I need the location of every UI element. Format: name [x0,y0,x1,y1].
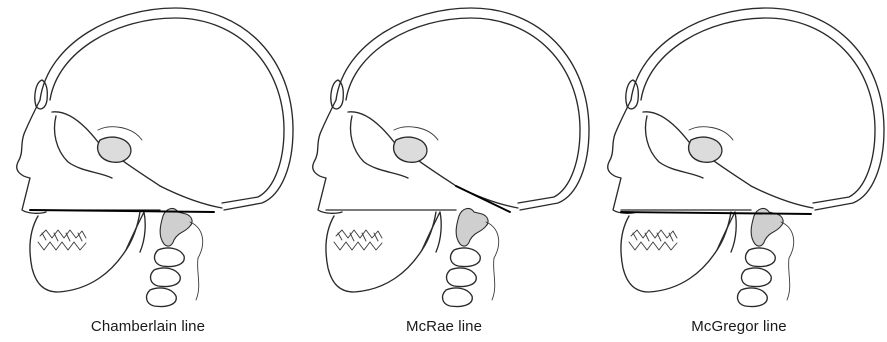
mcgregor-line [621,212,811,214]
panel-mcrae: McRae line [296,0,592,342]
skull-drawing [296,0,592,312]
caption-mcgregor: McGregor line [591,318,887,335]
chamberlain-line [30,210,214,212]
skull-drawing [591,0,887,312]
skull-outline [313,8,589,307]
panel-mcgregor: McGregor line [591,0,887,342]
panel-chamberlain: Chamberlain line [0,0,296,342]
mcrae-line [456,186,510,212]
skull-outline [17,8,293,307]
skull-drawing [0,0,296,312]
caption-chamberlain: Chamberlain line [0,318,296,335]
caption-mcrae: McRae line [296,318,592,335]
skull-outline [608,8,884,307]
